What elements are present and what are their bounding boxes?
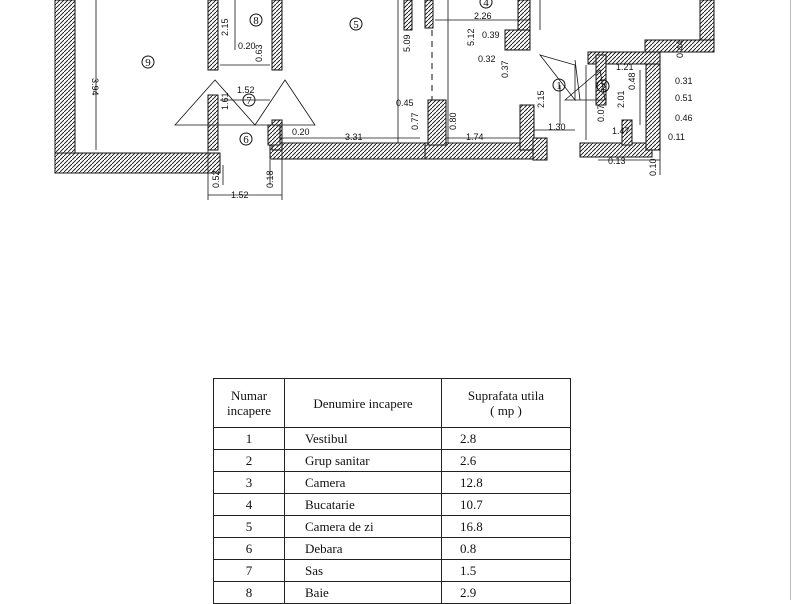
dim-label: 0.46 xyxy=(675,113,693,123)
room-name: Camera xyxy=(284,471,442,494)
header-room-number: Numar incapere xyxy=(213,378,285,428)
room-area: 2.8 xyxy=(441,427,571,450)
room-marker: 4 xyxy=(483,0,489,9)
room-name: Debara xyxy=(284,537,442,560)
dim-label: 0.52 xyxy=(211,170,221,188)
room-area: 2.9 xyxy=(441,581,571,604)
dim-label: 5.09 xyxy=(402,34,412,52)
interior-walls xyxy=(207,0,633,151)
room-name: Sas xyxy=(284,559,442,582)
header-room-name: Denumire incapere xyxy=(284,378,442,428)
dim-label: 0.31 xyxy=(675,76,693,86)
dim-label: 1.74 xyxy=(466,132,484,142)
dim-label: 1.30 xyxy=(548,122,566,132)
dim-label: 0.32 xyxy=(478,54,496,64)
dim-label: 1.61 xyxy=(220,92,230,110)
dim-label: 2.15 xyxy=(220,18,230,36)
room-marker: 8 xyxy=(253,15,259,27)
room-area: 12.8 xyxy=(441,471,571,494)
paper-right-edge xyxy=(790,0,791,600)
dimension-labels: 3.94 2.15 0.20 0.63 1.52 1.61 0.20 3.31 … xyxy=(90,11,693,200)
dim-label: 1.21 xyxy=(616,62,634,72)
dim-label: 5.12 xyxy=(466,28,476,46)
dim-label: 0.63 xyxy=(254,44,264,62)
room-name: Grup sanitar xyxy=(284,449,442,472)
dim-label: 0.11 xyxy=(668,132,685,142)
room-marker: 5 xyxy=(353,19,359,31)
dim-label: 2.01 xyxy=(616,90,626,108)
room-area: 1.5 xyxy=(441,559,571,582)
room-number: 3 xyxy=(213,471,285,494)
room-number: 7 xyxy=(213,559,285,582)
room-area: 2.6 xyxy=(441,449,571,472)
room-marker: 9 xyxy=(145,57,151,69)
room-number: 5 xyxy=(213,515,285,538)
room-marker: 6 xyxy=(243,134,249,146)
dim-label: 0.48 xyxy=(627,72,637,90)
room-area: 10.7 xyxy=(441,493,571,516)
dim-label: 0.39 xyxy=(482,30,500,40)
header-room-name-text: Denumire incapere xyxy=(313,395,413,411)
dim-label: 0.10 xyxy=(648,158,658,176)
room-name: Bucatarie xyxy=(284,493,442,516)
room-area: 0.8 xyxy=(441,537,571,560)
room-area: 16.8 xyxy=(441,515,571,538)
dim-label: 0.45 xyxy=(396,98,414,108)
room-markers: 9 8 5 4 7 6 1 2 xyxy=(141,0,610,146)
room-number: 4 xyxy=(213,493,285,516)
room-number: 1 xyxy=(213,427,285,450)
room-number: 8 xyxy=(213,581,285,604)
dim-label: 1.47 xyxy=(612,126,630,136)
dim-label: 2.15 xyxy=(536,90,546,108)
room-name: Baie xyxy=(284,581,442,604)
dim-label: 0.20 xyxy=(238,41,256,51)
dim-label: 0.51 xyxy=(675,93,693,103)
dim-label: 3.94 xyxy=(90,78,100,96)
table-header-row: Numar incapere Denumire incapere Suprafa… xyxy=(213,378,571,428)
room-name: Camera de zi xyxy=(284,515,442,538)
header-room-area-text: Suprafata utila ( mp ) xyxy=(467,388,545,418)
dimension-lines xyxy=(95,0,661,200)
room-marker: 7 xyxy=(246,95,252,107)
dim-label: 2.26 xyxy=(474,11,492,21)
dim-label: 0.44 xyxy=(675,40,685,58)
room-marker: 2 xyxy=(600,81,606,93)
dim-label: 0.07 xyxy=(596,104,606,122)
dim-label: 0.13 xyxy=(608,156,626,166)
room-number: 6 xyxy=(213,537,285,560)
header-room-number-text: Numar incapere xyxy=(226,388,272,418)
room-name: Vestibul xyxy=(284,427,442,450)
dim-label: 0.77 xyxy=(410,112,420,130)
dim-label: 1.52 xyxy=(237,85,255,95)
room-number: 2 xyxy=(213,449,285,472)
dim-label: 0.80 xyxy=(448,112,458,130)
room-area-table: Numar incapere Denumire incapere Suprafa… xyxy=(213,378,571,604)
door-swings xyxy=(174,54,606,126)
dim-label: 0.20 xyxy=(292,127,310,137)
dim-label: 0.18 xyxy=(265,170,275,188)
header-room-area: Suprafata utila ( mp ) xyxy=(441,378,571,428)
dim-label: 0.37 xyxy=(500,60,510,78)
exterior-walls xyxy=(54,0,715,174)
dim-label: 1.52 xyxy=(231,190,249,200)
dim-label: 3.31 xyxy=(345,132,363,142)
room-marker: 1 xyxy=(556,80,562,92)
